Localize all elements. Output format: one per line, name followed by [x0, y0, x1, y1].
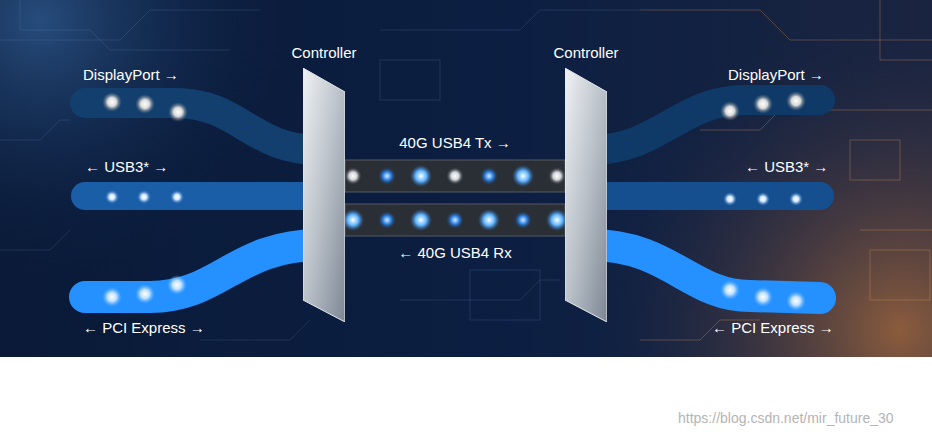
data-packet [410, 209, 432, 231]
lane-label: ← 40G USB4 Rx [398, 244, 511, 262]
plate-outline [303, 68, 345, 322]
controller-plate: Controller [565, 68, 607, 322]
lane-bar [345, 160, 565, 192]
data-packet [344, 167, 362, 185]
data-packet [514, 211, 532, 229]
controller-label: Controller [553, 44, 618, 62]
signal-name: ← USB3* → [85, 158, 168, 176]
plate-shape [565, 68, 607, 322]
data-packet [410, 165, 432, 187]
data-packet [378, 167, 396, 185]
data-packet [512, 165, 534, 187]
signal-name: DisplayPort → [728, 66, 824, 84]
data-packet [446, 211, 464, 229]
signal-name: ← PCI Express → [712, 319, 834, 337]
watermark: https://blog.csdn.net/mir_future_30 [678, 409, 894, 427]
data-packet [378, 211, 396, 229]
data-packet [446, 167, 464, 185]
data-packet [548, 167, 566, 185]
lane-bar [345, 204, 565, 236]
usb4-lane [344, 160, 566, 192]
lane-label: 40G USB4 Tx → [399, 134, 510, 152]
signal-name: ← USB3* → [745, 158, 828, 176]
controller-plate: Controller [303, 68, 345, 322]
data-packet [342, 209, 364, 231]
data-packet [480, 167, 498, 185]
signal-name: ← PCI Express → [83, 319, 205, 337]
controller-label: Controller [291, 44, 356, 62]
data-packet [478, 209, 500, 231]
usb4-lane [342, 204, 568, 236]
signal-name: DisplayPort → [83, 66, 179, 84]
plate-shape [303, 68, 345, 322]
plate-outline [565, 68, 607, 322]
